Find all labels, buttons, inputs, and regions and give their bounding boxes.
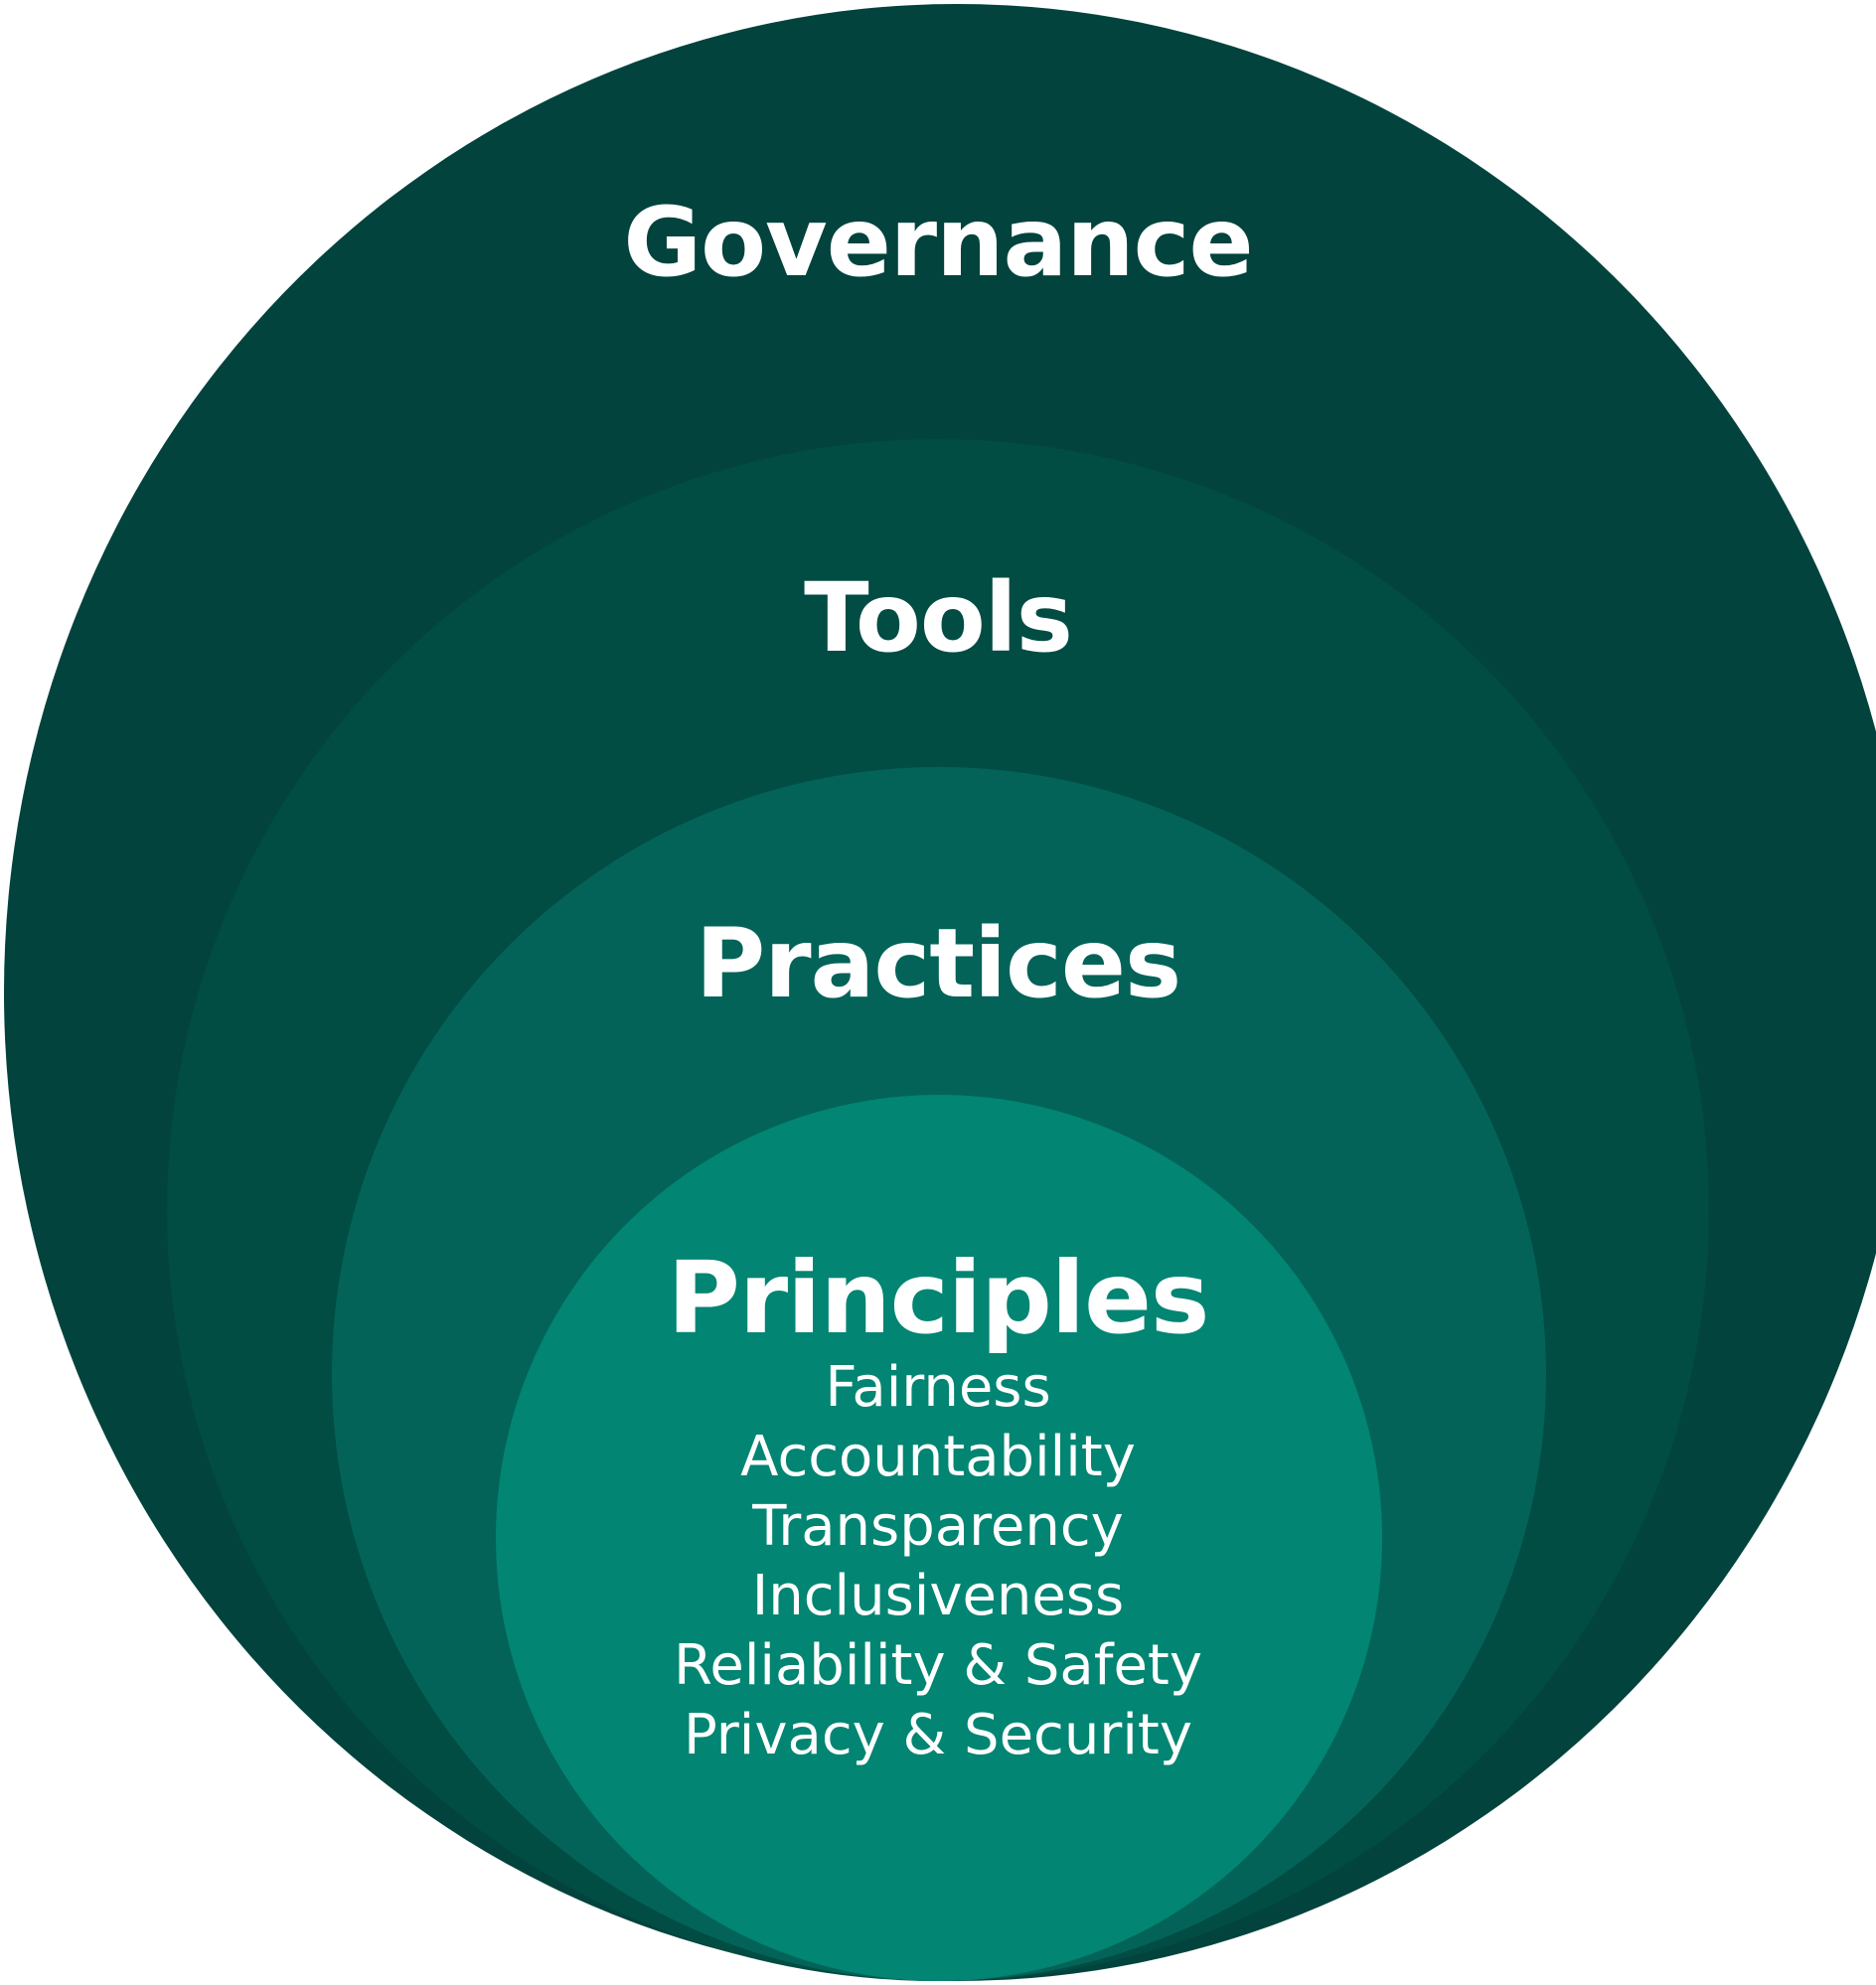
principle-item-privacy-security: Privacy & Security	[684, 1703, 1192, 1767]
principle-item-reliability-safety: Reliability & Safety	[674, 1633, 1202, 1698]
principle-item-fairness: Fairness	[825, 1355, 1051, 1420]
principles-circle	[496, 1095, 1382, 1981]
governance-label: Governance	[623, 187, 1253, 298]
tools-label: Tools	[804, 562, 1073, 674]
principle-item-inclusiveness: Inclusiveness	[751, 1564, 1125, 1628]
principle-item-transparency: Transparency	[752, 1494, 1124, 1559]
principle-item-accountability: Accountability	[740, 1425, 1136, 1489]
practices-label: Practices	[695, 908, 1181, 1019]
principles-list: Fairness Accountability Transparency Inc…	[0, 1353, 1876, 1770]
principles-label: Principles	[667, 1240, 1210, 1356]
